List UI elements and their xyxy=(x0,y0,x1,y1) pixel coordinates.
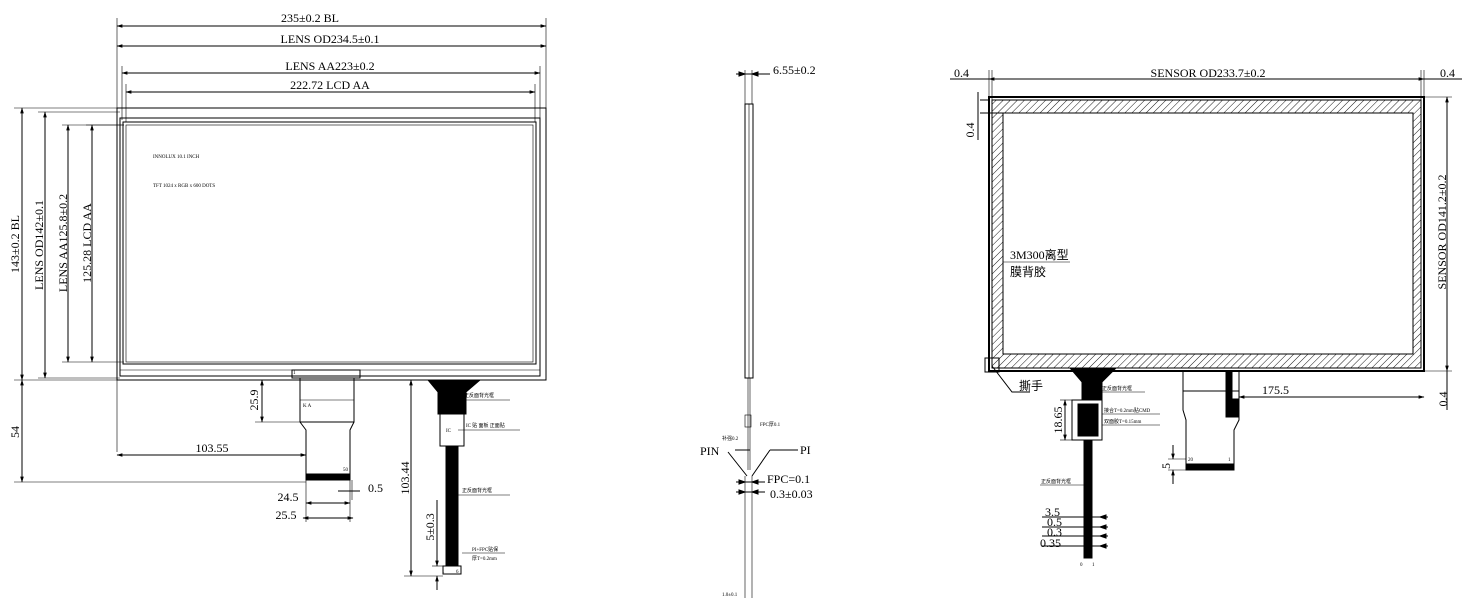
dim-lens-aa-height: LENS AA125.8±0.2 xyxy=(56,194,70,292)
sensor-fpc-pin-last: 1 xyxy=(1092,563,1095,568)
dim-sensor-height: SENSOR OD141.2±0.2 xyxy=(1435,175,1449,290)
dim-lcd-fpc-height: 25.9 xyxy=(247,390,261,411)
dim-margin-left: 0.4 xyxy=(954,66,969,80)
lcd-fpc-gold-fingers xyxy=(305,473,351,481)
lcd-fpc: 1 K A 50 xyxy=(291,369,361,481)
sensor-fpc: 0 1 xyxy=(1068,367,1118,568)
tp-fpc-note-3: 正反面背光框 xyxy=(462,487,492,494)
sensor-note-1: 正反面背光框 xyxy=(1102,385,1132,392)
dim-fpc-width-b: 25.5 xyxy=(276,508,297,522)
adhesive-label-2: 膜背胶 xyxy=(1010,264,1046,279)
dim-lens-od-height: LENS OD142±0.1 xyxy=(32,200,46,290)
sensor-side-fpc: 20 1 xyxy=(1182,370,1240,471)
lcd-fpc-pin-bottom: 50 xyxy=(343,468,349,473)
side-note-a: FPC厚0.1 xyxy=(760,422,781,428)
dim-margin-right: 0.4 xyxy=(1440,66,1455,80)
pull-tab-shape xyxy=(984,357,1000,373)
dim-fpc-width-a: 24.5 xyxy=(278,490,299,504)
sensor-conn-pin-left: 20 xyxy=(1188,458,1194,463)
tp-fpc-note-1: 正反面背光框 xyxy=(464,392,494,399)
dim-bl-width: 235±0.2 BL xyxy=(281,11,339,25)
tp-fpc-note-4: PI+FPC贴保 xyxy=(472,546,498,553)
dim-margin-bottom: 0.4 xyxy=(1436,392,1450,407)
tp-fpc-pin-last: 6 xyxy=(456,570,459,575)
dim-fpc-offset: 175.5 xyxy=(1262,383,1289,397)
dim-pitch-b: 0.5 xyxy=(1047,515,1062,529)
sensor-fpc-pin-first: 0 xyxy=(1080,563,1083,568)
adhesive-frame xyxy=(991,99,1422,369)
side-view: 6.55±0.2 FPC厚0.1 补强0.2 1.0±0.1 PIN PI FP… xyxy=(700,63,816,598)
sensor-conn-pin-right: 1 xyxy=(1228,458,1231,463)
sensor-note-3: 双面胶T=0.15mm xyxy=(1104,418,1142,425)
dim-pitch-d: 0.35 xyxy=(1040,536,1061,550)
dim-connector-height: 5 xyxy=(1159,463,1173,469)
tp-fpc-ic-label: IC xyxy=(446,429,452,434)
dim-fpc-pitch: 0.5 xyxy=(368,481,383,495)
lcd-aa-outline xyxy=(125,124,534,363)
screen-text-line1: INNOLUX 10.1 INCH xyxy=(153,155,200,160)
dim-thickness: 6.55±0.2 xyxy=(773,63,816,77)
adhesive-label-1: 3M300离型 xyxy=(1010,247,1069,262)
dim-pitch-c: 0.3 xyxy=(1047,525,1062,539)
side-pi-label: PI xyxy=(800,443,811,457)
lens-outline xyxy=(119,117,541,377)
dim-margin-top: 0.4 xyxy=(963,123,977,138)
dim-lcd-aa-width: 222.72 LCD AA xyxy=(290,78,370,92)
dim-overall-height: 54 xyxy=(8,426,22,438)
tp-fpc-note-5: 厚T=0.2mm xyxy=(472,556,497,562)
sensor-aa-outline xyxy=(1002,112,1414,355)
dim-bl-height: 143±0.2 BL xyxy=(8,215,22,273)
dim-tp-fpc-tail: 5±0.3 xyxy=(423,513,437,541)
sensor-outline xyxy=(988,96,1425,372)
dim-tail-height: 18.65 xyxy=(1051,407,1065,434)
dim-fpc-thickness: FPC=0.1 xyxy=(767,472,810,486)
sensor-note-4: 正反面背光框 xyxy=(1041,478,1071,485)
dim-lcd-aa-height: 125.28 LCD AA xyxy=(80,203,94,283)
side-note-c: 1.0±0.1 xyxy=(722,593,738,598)
screen-text-line2: TFT 1024 x RGB x 600 DOTS xyxy=(153,184,215,189)
lens-aa-outline xyxy=(122,121,537,365)
dim-fpc-offset-x: 103.55 xyxy=(196,441,229,455)
front-view: 235±0.2 BL LENS OD234.5±0.1 LENS AA223±0… xyxy=(8,11,547,590)
dim-tp-fpc-length: 103.44 xyxy=(398,462,412,495)
tp-fpc-note-2: IC 贴 面板 正面贴 xyxy=(466,422,505,429)
sensor-view: SENSOR OD233.7±0.2 0.4 0.4 0.4 SENSOR OD… xyxy=(950,66,1462,568)
dim-sensor-width: SENSOR OD233.7±0.2 xyxy=(1151,66,1266,80)
dim-lens-aa-width: LENS AA223±0.2 xyxy=(285,59,374,73)
side-pin-label: PIN xyxy=(700,444,720,458)
lcd-fpc-pin-top: 1 xyxy=(293,371,296,376)
pull-tab-label: 撕手 xyxy=(1019,379,1043,393)
side-note-b: 补强0.2 xyxy=(722,435,739,442)
dim-pitch-a: 3.5 xyxy=(1045,505,1060,519)
tp-fpc: IC 1 6 xyxy=(426,379,482,575)
backlight-outline xyxy=(116,107,547,381)
dim-lens-od-width: LENS OD234.5±0.1 xyxy=(281,32,380,46)
sensor-note-2: 接合T=0.2mm贴CMD xyxy=(1104,407,1151,414)
tp-fpc-pin-first: 1 xyxy=(442,570,445,575)
dim-total-thickness: 0.3±0.03 xyxy=(770,487,813,501)
lcd-fpc-ka: K A xyxy=(303,404,312,409)
